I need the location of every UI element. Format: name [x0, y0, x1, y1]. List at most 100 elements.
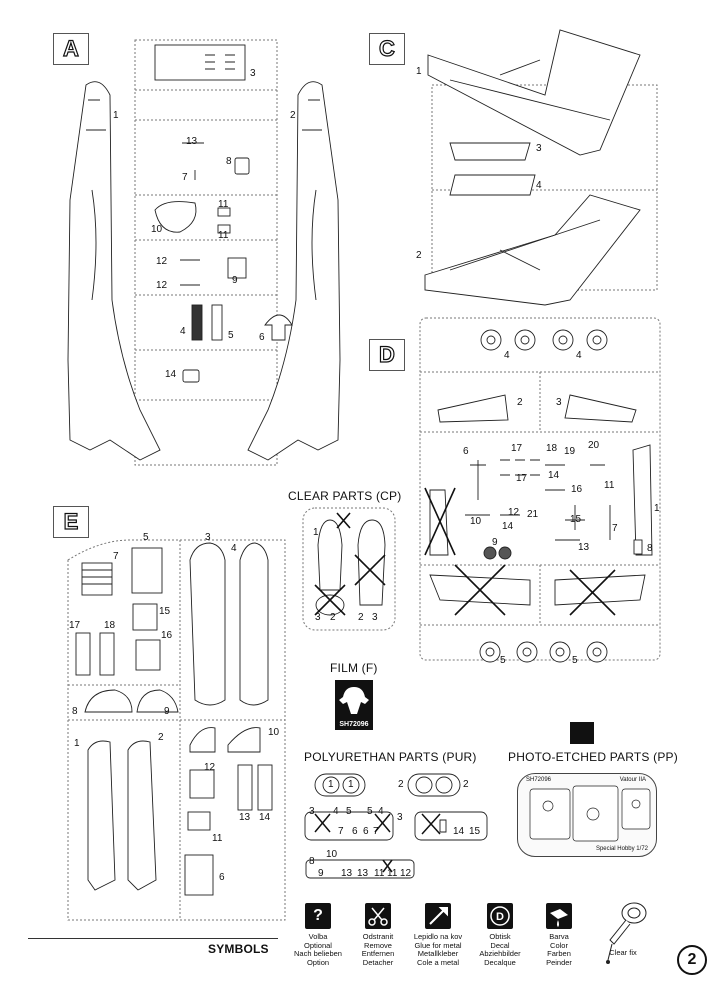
pe-fret: SH72096 Vatour IIA Special Hobby 1/72 — [517, 773, 657, 857]
sprue-a-part-label: 14 — [165, 369, 177, 380]
sprue-d-part-label: 17 — [516, 473, 528, 484]
sprue-e-part-label: 16 — [161, 630, 173, 641]
sprue-e-part-label: 2 — [158, 732, 164, 743]
pur-part-label: 5 — [367, 806, 373, 817]
pur-part-label: 7 — [373, 826, 379, 837]
pur-part-label: 13 — [357, 868, 369, 879]
sprue-d-part-label: 2 — [517, 397, 523, 408]
sprue-d-part-label: 14 — [548, 470, 560, 481]
photo-etched-title: PHOTO-ETCHED PARTS (PP) — [508, 750, 678, 764]
sprue-d-part-label: 9 — [492, 537, 498, 548]
sprue-a-part-label: 12 — [156, 256, 168, 267]
sprue-c-part-label: 1 — [416, 66, 422, 77]
sprue-d-part-label: 3 — [556, 397, 562, 408]
sprue-d-part-label: 17 — [511, 443, 523, 454]
pe-fret-name: Vatour IIA — [619, 777, 646, 783]
sprue-e-part-label: 15 — [159, 606, 171, 617]
pur-part-label: 1 — [348, 779, 354, 790]
glue-icon — [425, 903, 451, 929]
pur-part-label: 10 — [326, 849, 338, 860]
symbol-clear-fix-label: Clear fix — [609, 948, 637, 957]
clear-part-label: 3 — [315, 612, 321, 623]
sprue-e-part-label: 1 — [74, 738, 80, 749]
sprue-d-part-label: 14 — [502, 521, 514, 532]
pe-fret-code: SH72096 — [526, 777, 552, 783]
pur-part-label: 2 — [463, 779, 469, 790]
sprue-d-part-label: 7 — [612, 523, 618, 534]
sprue-d-part-label: 10 — [470, 516, 482, 527]
question-icon: ? — [305, 903, 331, 929]
sprue-letter-d: D — [369, 339, 405, 371]
sprue-d-part-label: 20 — [588, 440, 600, 451]
sprue-e-part-label: 3 — [205, 532, 211, 543]
sprue-e-part-label: 18 — [104, 620, 116, 631]
film-sheet: SH72096 — [335, 680, 373, 730]
sprue-a-part-label: 10 — [151, 224, 163, 235]
pur-part-label: 11 — [374, 868, 385, 879]
pur-part-label: 4 — [333, 806, 339, 817]
sprue-a-part-label: 11 — [218, 230, 229, 241]
clear-part-label: 3 — [372, 612, 378, 623]
sprue-a-part-label: 12 — [156, 280, 168, 291]
sprue-d-part-label: 18 — [546, 443, 558, 454]
clear-part-label: 2 — [358, 612, 364, 623]
sprue-d-part-label: 15 — [570, 514, 582, 525]
pur-part-label: 3 — [309, 806, 315, 817]
pur-part-label: 12 — [400, 868, 412, 879]
sprue-e-part-label: 7 — [113, 551, 119, 562]
sprue-d-part-label: 4 — [576, 350, 582, 361]
paint-icon — [546, 903, 572, 929]
sprue-e-part-label: 9 — [164, 706, 170, 717]
sprue-a-part-label: 3 — [250, 68, 256, 79]
sprue-letter-a: A — [53, 33, 89, 65]
sprue-a-part-label: 11 — [218, 199, 229, 210]
sprue-e-part-label: 4 — [231, 543, 237, 554]
sprue-letter-e: E — [53, 506, 89, 538]
pur-part-label: 15 — [469, 826, 481, 837]
sprue-e-part-label: 17 — [69, 620, 81, 631]
pe-fret-drawing — [529, 785, 651, 842]
pur-part-label: 13 — [341, 868, 353, 879]
sprue-e-part-label: 8 — [72, 706, 78, 717]
pur-part-label: 11 — [387, 868, 398, 879]
sprue-d-part-label: 1 — [654, 503, 660, 514]
sprue-e-part-label: 13 — [239, 812, 251, 823]
sprue-d-part-label: 19 — [564, 446, 576, 457]
film-title: FILM (F) — [330, 661, 378, 675]
sprue-a-part-label: 4 — [180, 326, 186, 337]
sprue-d-part-label: 4 — [504, 350, 510, 361]
sprue-d-part-label: 12 — [508, 507, 520, 518]
sprue-c-part-label: 2 — [416, 250, 422, 261]
pur-part-label: 5 — [346, 806, 352, 817]
sprue-d-part-label: 8 — [647, 543, 653, 554]
sprue-e-part-label: 6 — [219, 872, 225, 883]
sprue-a-part-label: 13 — [186, 136, 198, 147]
pe-fret-maker: Special Hobby 1/72 — [595, 846, 648, 852]
clear-part-label: 2 — [330, 612, 336, 623]
sprue-a-part-label: 6 — [259, 332, 265, 343]
sprue-a-part-label: 9 — [232, 275, 238, 286]
pur-part-label: 3 — [397, 812, 403, 823]
sprue-e-part-label: 11 — [212, 833, 223, 844]
sprue-e-part-label: 5 — [143, 532, 149, 543]
pur-part-label: 1 — [328, 779, 334, 790]
sprue-d-part-label: 21 — [527, 509, 539, 520]
pur-part-label: 4 — [378, 806, 384, 817]
sprue-e-part-label: 10 — [268, 727, 280, 738]
svg-text:D: D — [496, 911, 504, 923]
sprue-e-part-label: 14 — [259, 812, 271, 823]
sprue-a-part-label: 8 — [226, 156, 232, 167]
sprue-d-part-label: 11 — [604, 480, 615, 491]
sprue-c-part-label: 3 — [536, 143, 542, 154]
pur-part-label: 2 — [398, 779, 404, 790]
sprue-e-part-label: 12 — [204, 762, 216, 773]
decal-icon: D — [487, 903, 513, 929]
